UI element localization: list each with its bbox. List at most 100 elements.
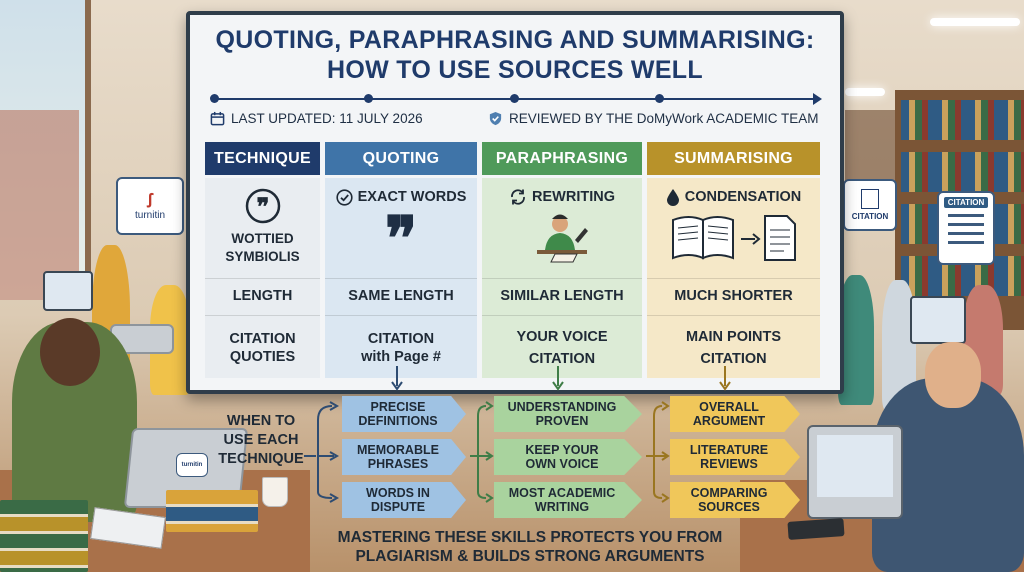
timeline-dot — [655, 94, 664, 103]
ceiling-lamp — [845, 88, 885, 96]
last-updated: LAST UPDATED: 11 JULY 2026 — [210, 111, 423, 126]
refresh-icon — [511, 189, 525, 205]
citation-badge-small: CITATION — [843, 179, 897, 231]
bookshelf — [895, 90, 1024, 330]
flow-summarising-2-line1: LITERATURE — [689, 443, 769, 457]
reviewed-by: REVIEWED BY THE DoMyWork ACADEMIC TEAM — [488, 111, 819, 126]
flow-summarising-3-line1: COMPARING — [690, 486, 768, 500]
title-line-2: HOW TO USE SOURCES WELL — [327, 56, 703, 84]
ceiling-lamp — [930, 18, 1020, 26]
calendar-icon — [210, 111, 225, 126]
flow-quoting-2-line1: MEMORABLE — [357, 443, 439, 457]
quote-marks-icon: ❞ — [245, 188, 280, 223]
shield-check-icon — [489, 111, 502, 126]
paraphrasing-row3-line2: CITATION — [528, 351, 596, 367]
when-to-use-label: WHEN TO USE EACH TECHNIQUE — [218, 412, 304, 469]
turnitin-logo-icon: ꭍ — [146, 190, 154, 211]
laptop-foreground-right — [807, 425, 903, 519]
flow-quoting-1-line2: DEFINITIONS — [358, 414, 438, 428]
flow-paraphrasing-2-line2: OWN VOICE — [525, 457, 599, 471]
summarising-row3-line1: MAIN POINTS — [685, 329, 782, 345]
flow-summarising-2-line2: REVIEWS — [700, 457, 758, 471]
paraphrasing-row-rewriting: REWRITING — [482, 178, 642, 275]
header-summarising: SUMMARISING — [647, 142, 820, 175]
laptop-background-left — [110, 324, 174, 354]
laptop-sticker-text: turnitin — [181, 462, 203, 468]
book-to-document-icon — [671, 215, 796, 261]
monitor-left — [43, 271, 93, 311]
coffee-cup-icon — [262, 477, 288, 507]
book-stack-right — [166, 490, 258, 532]
paraphrasing-row1-text: REWRITING — [532, 189, 615, 205]
branch-connector-icon — [646, 401, 670, 503]
flow-quoting-1-line1: PRECISE — [370, 400, 426, 414]
flow-summarising-3-line2: SOURCES — [698, 500, 760, 514]
technique-row3-line1: CITATION — [229, 331, 296, 347]
svg-text:❞: ❞ — [256, 192, 269, 221]
monitor-right — [910, 296, 966, 344]
timeline-dot — [364, 94, 373, 103]
flow-paraphrasing-2-line1: KEEP YOUR — [525, 443, 599, 457]
page-title: QUOTING, PARAPHRASING AND SUMMARISING: H… — [190, 25, 840, 85]
timeline-arrow-icon — [813, 93, 822, 105]
flow-quoting-2-line2: PHRASES — [367, 457, 429, 471]
student-right-1 — [838, 275, 874, 405]
student-foreground-right-head — [925, 342, 981, 408]
student-foreground-left-head — [40, 318, 100, 386]
technique-row1-line1: WOTTIED — [231, 230, 294, 246]
technique-row3-line2: QUOTIES — [229, 349, 296, 365]
laptop-sticker: turnitin — [176, 453, 208, 477]
last-updated-text: LAST UPDATED: 11 JULY 2026 — [231, 111, 423, 126]
technique-row-citation: CITATION QUOTIES — [205, 318, 320, 378]
header-technique: TECHNIQUE — [205, 142, 320, 175]
reviewed-by-text: REVIEWED BY THE DoMyWork ACADEMIC TEAM — [509, 111, 819, 126]
technique-row1-line2: SYMBIOLIS — [225, 248, 300, 264]
technique-row-symbols: ❞ WOTTIED SYMBIOLIS — [205, 178, 320, 275]
flow-quoting-3-line2: DISPUTE — [370, 500, 426, 514]
header-quoting: QUOTING — [325, 142, 477, 175]
citation-badge-large-text: CITATION — [943, 197, 989, 208]
quoting-row-exact: EXACT WORDS ❞ — [325, 178, 477, 275]
title-line-1: QUOTING, PARAPHRASING AND SUMMARISING: — [215, 26, 815, 54]
branch-connector-icon — [470, 401, 494, 503]
flow-paraphrasing-1-line1: UNDERSTANDING — [507, 400, 617, 414]
paraphrasing-row3-line1: YOUR VOICE — [516, 329, 608, 345]
technique-row-length: LENGTH — [232, 288, 293, 304]
timeline-dot — [510, 94, 519, 103]
flow-paraphrasing-1-line2: PROVEN — [535, 414, 589, 428]
citation-badge-small-text: CITATION — [851, 212, 889, 221]
turnitin-badge-text: turnitin — [134, 209, 165, 221]
summarising-row-condensation: CONDENSATION — [647, 178, 820, 275]
column-summarising: CONDENSATION MUCH SHORTER MAIN POINTS CI… — [647, 178, 820, 378]
document-icon — [861, 189, 879, 209]
citation-badge-large: CITATION — [937, 191, 995, 265]
down-arrow-icon — [719, 366, 731, 391]
summarising-row3-line2: CITATION — [700, 351, 767, 367]
quoting-row3-line2: with Page # — [361, 349, 441, 365]
down-arrow-icon — [552, 366, 564, 391]
quoting-row-citation: CITATION with Page # — [325, 318, 477, 378]
quoting-row1-text: EXACT WORDS — [357, 189, 467, 205]
footer-line1: MASTERING THESE SKILLS PROTECTS YOU FROM — [337, 529, 723, 546]
summarising-row-length: MUCH SHORTER — [674, 288, 793, 304]
column-technique: ❞ WOTTIED SYMBIOLIS LENGTH CITATION QUOT… — [205, 178, 320, 378]
flow-paraphrasing-3-line1: MOST ACADEMIC — [508, 486, 616, 500]
left-window — [0, 0, 91, 300]
timeline-dot — [210, 94, 219, 103]
droplet-icon — [666, 189, 679, 206]
flow-quoting-3-line1: WORDS IN — [366, 486, 430, 500]
check-circle-icon — [336, 188, 353, 206]
flow-summarising-1-line1: OVERALL — [699, 400, 759, 414]
header-paraphrasing: PARAPHRASING — [482, 142, 642, 175]
quoting-row-length: SAME LENGTH — [348, 288, 454, 304]
summarising-row1-text: CONDENSATION — [684, 189, 802, 205]
infographic-board: QUOTING, PARAPHRASING AND SUMMARISING: H… — [186, 11, 844, 394]
column-quoting: EXACT WORDS ❞ SAME LENGTH CITATION with … — [325, 178, 477, 378]
book-stack-left — [0, 500, 88, 572]
